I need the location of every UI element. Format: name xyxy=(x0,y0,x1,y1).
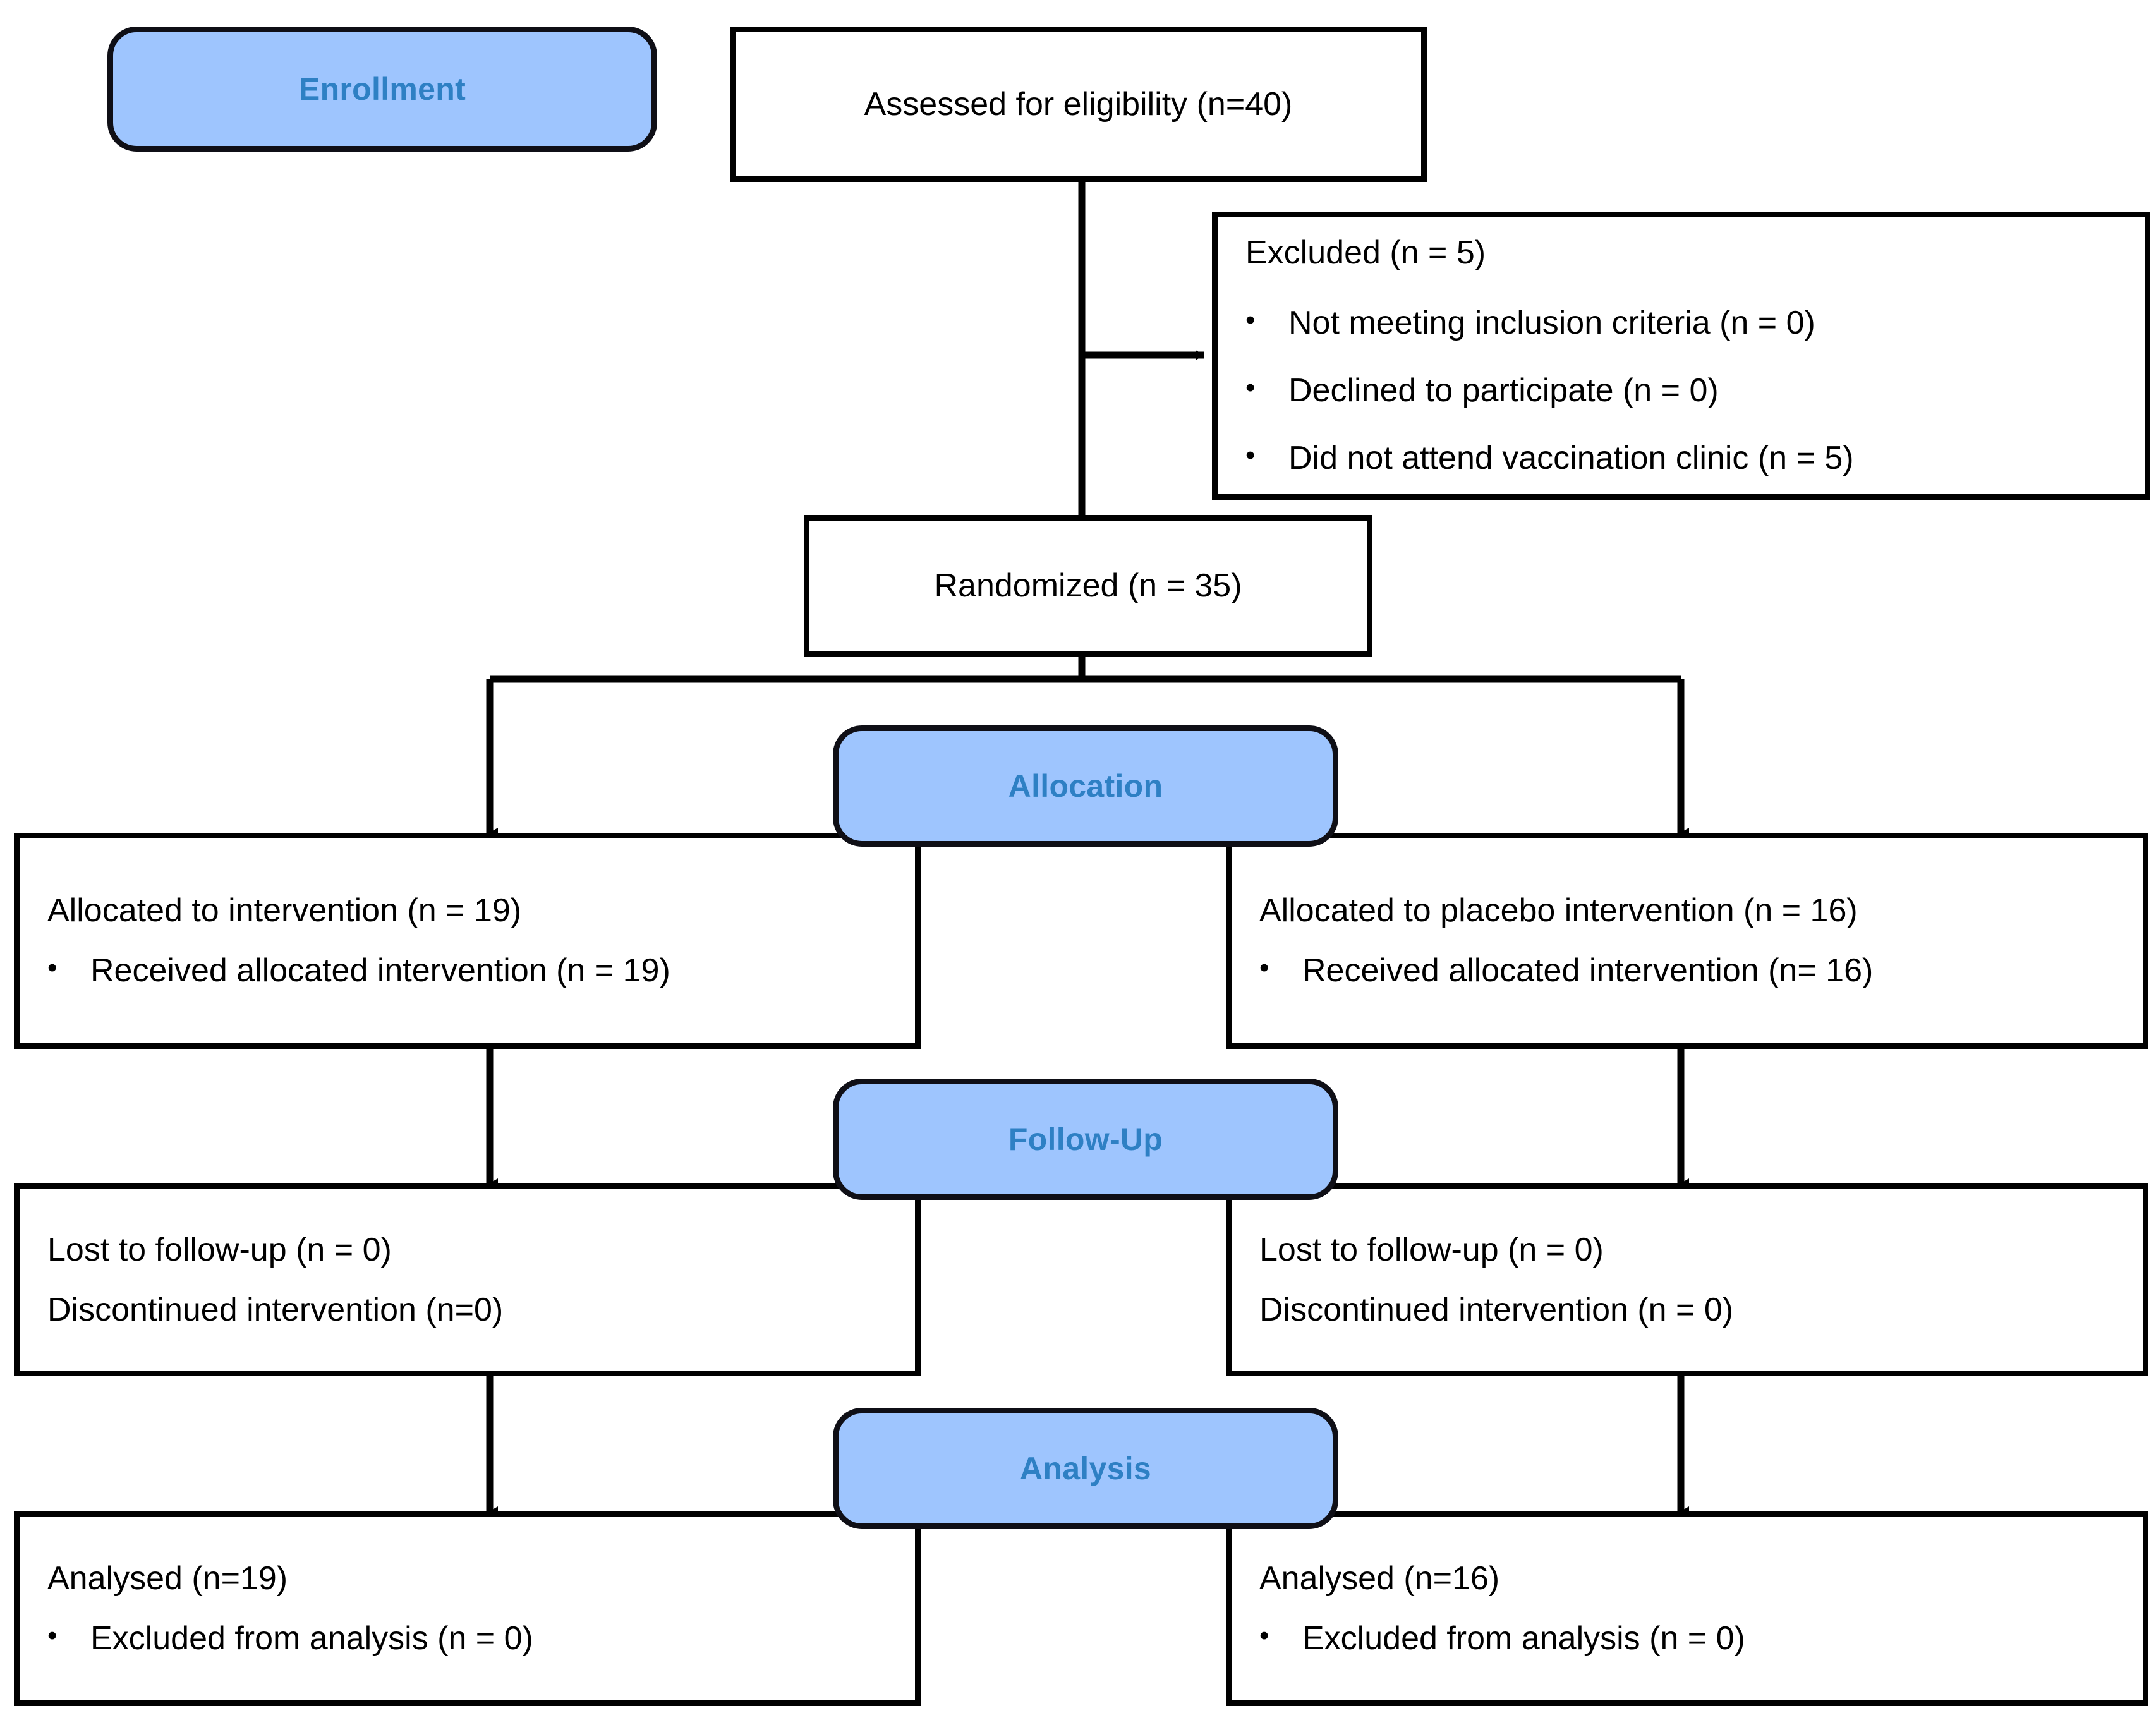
node-randomized: Randomized (n = 35) xyxy=(804,515,1372,657)
randomized-text: Randomized (n = 35) xyxy=(934,567,1242,604)
excluded-bullet-not-meeting-inclusion: Not meeting inclusion criteria (n = 0) xyxy=(1218,301,2145,344)
excluded-bullet-declined-to-participate: Declined to participate (n = 0) xyxy=(1218,369,2145,411)
analysis-left-spacer xyxy=(20,1599,915,1618)
allocation-right-spacer xyxy=(1232,931,2143,950)
followup-right-lost-to-followup: Lost to follow-up (n = 0) xyxy=(1259,1231,1604,1268)
stage-badge-analysis-label: Analysis xyxy=(1019,1451,1152,1486)
excluded-spacer xyxy=(1218,274,2145,303)
node-followup-placebo: Lost to follow-up (n = 0) Discontinued i… xyxy=(1226,1183,2148,1376)
followup-right-spacer xyxy=(1232,1271,2143,1290)
allocation-right-bullet-received: Received allocated intervention (n= 16) xyxy=(1232,949,2143,991)
followup-left-lost-to-followup: Lost to follow-up (n = 0) xyxy=(47,1231,392,1268)
allocation-left-bullet-received: Received allocated intervention (n = 19) xyxy=(20,949,915,991)
stage-badge-analysis[interactable]: Analysis xyxy=(833,1408,1338,1529)
stage-badge-follow-up-label: Follow-Up xyxy=(1008,1122,1163,1157)
node-followup-intervention: Lost to follow-up (n = 0) Discontinued i… xyxy=(14,1183,921,1376)
stage-badge-allocation-label: Allocation xyxy=(1008,768,1163,804)
node-analysed-intervention: Analysed (n=19) Excluded from analysis (… xyxy=(14,1511,921,1706)
stage-badge-allocation[interactable]: Allocation xyxy=(833,725,1338,847)
node-excluded: Excluded (n = 5) Not meeting inclusion c… xyxy=(1212,212,2150,500)
analysis-left-bullet-list: Excluded from analysis (n = 0) xyxy=(20,1617,915,1659)
analysis-right-heading: Analysed (n=16) xyxy=(1259,1560,1500,1597)
analysis-right-bullet-excluded: Excluded from analysis (n = 0) xyxy=(1232,1617,2143,1659)
node-assessed-for-eligibility: Assessed for eligibility (n=40) xyxy=(730,27,1427,182)
excluded-bullet-did-not-attend-clinic: Did not attend vaccination clinic (n = 5… xyxy=(1218,437,2145,479)
stage-badge-enrollment-label: Enrollment xyxy=(298,71,466,107)
node-allocated-intervention: Allocated to intervention (n = 19) Recei… xyxy=(14,833,921,1049)
analysis-right-spacer xyxy=(1232,1599,2143,1618)
node-allocated-placebo-intervention: Allocated to placebo intervention (n = 1… xyxy=(1226,833,2148,1049)
followup-left-spacer xyxy=(20,1271,915,1290)
analysis-right-bullet-list: Excluded from analysis (n = 0) xyxy=(1232,1617,2143,1659)
followup-left-discontinued: Discontinued intervention (n=0) xyxy=(47,1291,504,1328)
allocation-left-spacer xyxy=(20,931,915,950)
stage-badge-enrollment[interactable]: Enrollment xyxy=(107,27,657,152)
allocation-left-bullet-list: Received allocated intervention (n = 19) xyxy=(20,949,915,991)
analysis-left-heading: Analysed (n=19) xyxy=(47,1560,288,1597)
excluded-bullet-list: Not meeting inclusion criteria (n = 0) D… xyxy=(1218,301,2145,479)
allocation-right-heading: Allocated to placebo intervention (n = 1… xyxy=(1259,892,1858,929)
stage-badge-follow-up[interactable]: Follow-Up xyxy=(833,1079,1338,1200)
followup-right-discontinued: Discontinued intervention (n = 0) xyxy=(1259,1291,1734,1328)
analysis-left-bullet-excluded: Excluded from analysis (n = 0) xyxy=(20,1617,915,1659)
allocation-right-bullet-list: Received allocated intervention (n= 16) xyxy=(1232,949,2143,991)
assessed-for-eligibility-text: Assessed for eligibility (n=40) xyxy=(864,85,1293,123)
excluded-heading: Excluded (n = 5) xyxy=(1245,234,1486,271)
allocation-left-heading: Allocated to intervention (n = 19) xyxy=(47,892,522,929)
node-analysed-placebo: Analysed (n=16) Excluded from analysis (… xyxy=(1226,1511,2148,1706)
